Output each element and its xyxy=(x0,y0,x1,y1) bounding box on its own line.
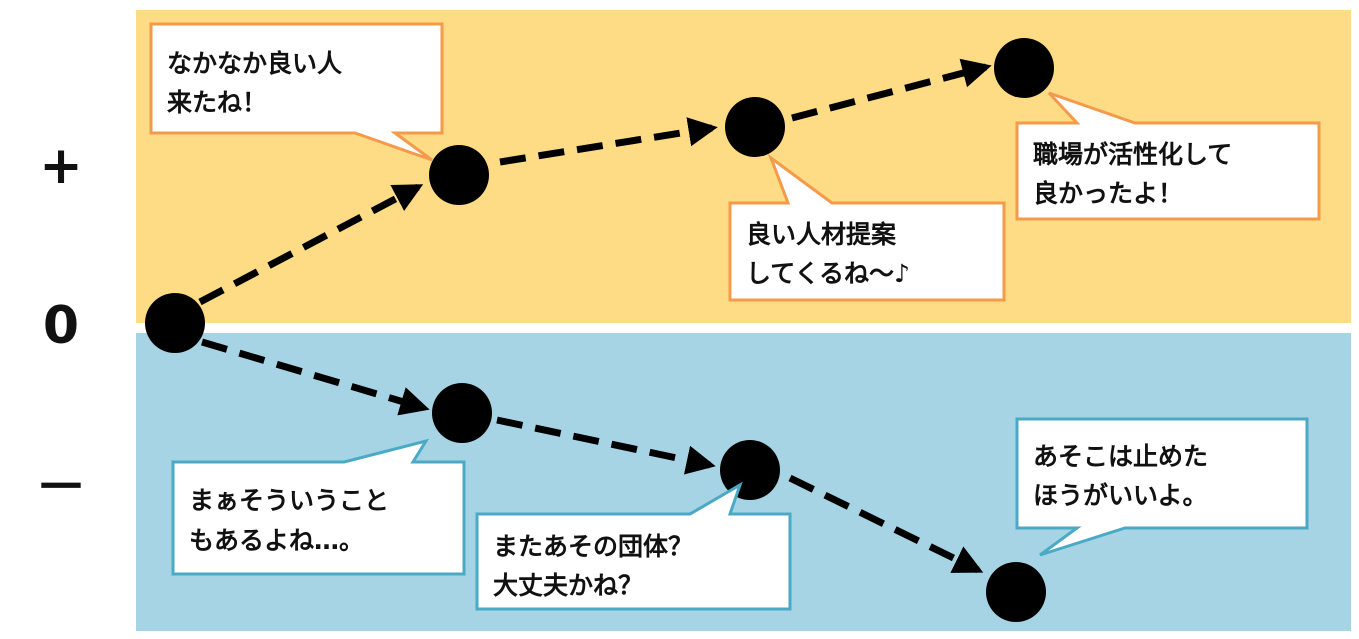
node-neg-1 xyxy=(432,383,492,443)
node-pos-1 xyxy=(429,145,489,205)
bubble-neg-1-line-1: まぁそういうこと xyxy=(189,486,389,515)
bubble-neg-3-line-1: あそこは止めた xyxy=(1033,442,1208,471)
bubble-neg-3: あそこは止めた ほうがいいよ。 xyxy=(1015,417,1309,557)
bubble-neg-1-line-2: もあるよね…。 xyxy=(189,526,364,555)
bubble-neg-2: またあその団体？ 大丈夫かね？ xyxy=(475,481,792,611)
bubble-pos-1: なかなか良い人 来たね！ xyxy=(149,22,444,162)
bubble-neg-2-line-2: 大丈夫かね？ xyxy=(493,571,643,600)
arrow-neg-2 xyxy=(496,416,716,475)
arrow-pos-1 xyxy=(198,183,424,306)
axis-label-zero: 0 xyxy=(43,296,79,356)
bubble-neg-1: まぁそういうこと もあるよね…。 xyxy=(171,438,466,576)
arrow-pos-2 xyxy=(499,117,718,166)
node-neg-3 xyxy=(986,562,1046,622)
node-pos-2 xyxy=(725,97,785,157)
axis-label-minus: － xyxy=(35,458,87,518)
bubble-pos-3-line-2: 良かったよ！ xyxy=(1033,179,1183,208)
bubble-neg-2-line-1: またあその団体？ xyxy=(493,532,693,561)
bubble-pos-2-line-2: してくるね～♪ xyxy=(746,259,910,288)
bubble-pos-3: 職場が活性化して 良かったよ！ xyxy=(1015,91,1321,221)
node-start xyxy=(145,293,205,353)
node-neg-2 xyxy=(720,440,780,500)
bubble-pos-1-line-1: なかなか良い人 xyxy=(167,49,342,78)
bubble-pos-2: 良い人材提案 してくるね～♪ xyxy=(728,153,1006,302)
bubble-pos-2-line-1: 良い人材提案 xyxy=(746,220,897,249)
axis-label-plus: + xyxy=(39,136,83,196)
node-pos-3 xyxy=(994,38,1054,98)
bubble-pos-3-line-1: 職場が活性化して xyxy=(1033,140,1232,169)
bubble-neg-3-line-2: ほうがいいよ。 xyxy=(1033,481,1208,510)
negative-path xyxy=(201,338,984,574)
arrow-neg-3 xyxy=(788,474,984,574)
bubble-pos-1-line-2: 来たね！ xyxy=(167,88,267,117)
positive-path xyxy=(198,58,992,306)
arrow-pos-3 xyxy=(791,58,992,122)
